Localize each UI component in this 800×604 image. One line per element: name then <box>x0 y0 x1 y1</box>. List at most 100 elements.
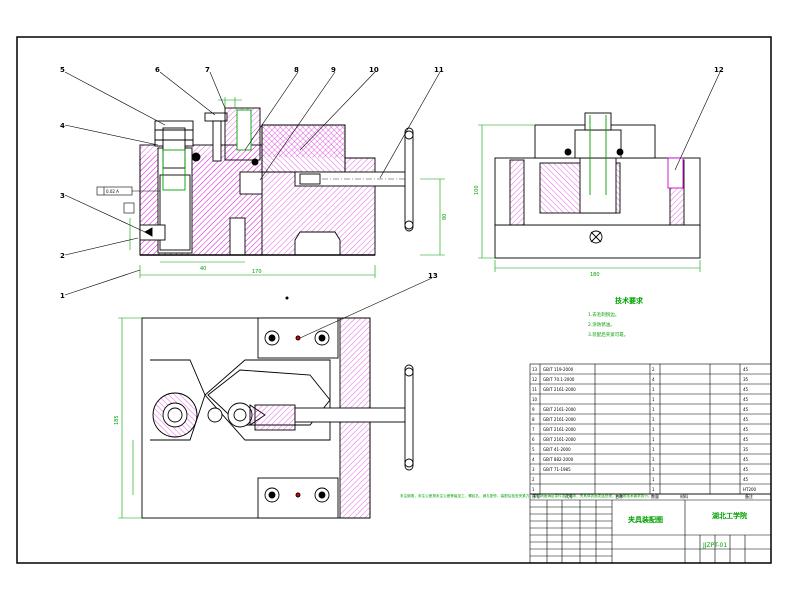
parts-cell-qty: 1 <box>652 467 655 472</box>
parts-cell-no: 5 <box>532 447 535 452</box>
parts-cell-qty: 1 <box>652 437 655 442</box>
side-view <box>494 112 701 259</box>
dim-front-height: 80 <box>442 214 448 220</box>
callout-7: 7 <box>205 66 210 74</box>
parts-cell-no: 7 <box>532 427 535 432</box>
tech-requirements: 技术要求 1.去毛刺锐边。 2.涂防锈油。 3.装配后夹紧可靠。 <box>588 296 644 338</box>
parts-cell-qty: 1 <box>652 397 655 402</box>
parts-cell-qty: 2 <box>652 367 655 372</box>
leader-lines <box>64 71 721 339</box>
front-dims <box>129 97 445 278</box>
dim-front-width: 170 <box>252 269 262 275</box>
parts-cell-mat: 45 <box>743 397 749 402</box>
parts-cell-mat: 35 <box>743 447 749 452</box>
parts-cell-mat: 45 <box>743 417 749 422</box>
tech-req-line-2: 2.涂防锈油。 <box>588 321 615 328</box>
parts-cell-code: GB/T 70.1-2000 <box>543 377 575 382</box>
callout-11: 11 <box>434 66 444 74</box>
parts-cell-qty: 4 <box>652 377 655 382</box>
parts-cell-mat: 45 <box>743 467 749 472</box>
callout-9: 9 <box>331 66 336 74</box>
dim-side-width: 180 <box>590 272 600 278</box>
drawing-name: 夹具装配图 <box>628 515 663 524</box>
top-view <box>141 317 414 519</box>
parts-cell-no: 4 <box>532 457 535 462</box>
title-block <box>529 493 772 564</box>
side-dims <box>478 124 701 272</box>
callout-12: 12 <box>714 66 724 74</box>
parts-cell-code: GB/T 2161-2000 <box>543 417 576 422</box>
header-col-no: 序号 <box>532 493 540 499</box>
dim-side-height: 100 <box>474 185 480 195</box>
parts-cell-qty: 1 <box>652 487 655 492</box>
dim-top-height: 185 <box>114 415 120 425</box>
title-block-header: 序号 代号 名称 数量 材料 备注 <box>532 493 753 499</box>
tolerance-frame: 0.02 A <box>96 186 160 196</box>
parts-cell-no: 2 <box>532 477 535 482</box>
parts-cell-no: 13 <box>532 367 538 372</box>
parts-cell-mat: 45 <box>743 437 749 442</box>
parts-cell-code: GB/T 2161-2000 <box>543 387 576 392</box>
parts-cell-code: GB/T 2161-2000 <box>543 427 576 432</box>
parts-cell-code: GB/T 41-2000 <box>543 447 571 452</box>
header-col-note: 备注 <box>745 493 753 499</box>
parts-cell-no: 10 <box>532 397 538 402</box>
callout-2: 2 <box>60 252 65 260</box>
top-dims <box>118 317 142 519</box>
parts-cell-code: GB/T 119-2000 <box>543 367 574 372</box>
header-col-name: 名称 <box>615 493 623 499</box>
callout-4: 4 <box>60 122 65 130</box>
parts-cell-mat: HT200 <box>743 487 757 492</box>
callout-1: 1 <box>60 292 65 300</box>
datum-marker <box>123 202 135 214</box>
center-mark <box>285 296 289 300</box>
header-col-qty: 数量 <box>651 493 659 499</box>
parts-cell-no: 8 <box>532 417 535 422</box>
header-col-mat: 材料 <box>680 493 688 499</box>
parts-cell-no: 9 <box>532 407 535 412</box>
parts-cell-code: GB/T 2161-2000 <box>543 407 576 412</box>
parts-cell-mat: 45 <box>743 477 749 482</box>
parts-cell-code: GB/T 2161-2000 <box>543 437 576 442</box>
parts-cell-no: 1 <box>532 487 535 492</box>
outer-border <box>16 36 772 564</box>
callout-3: 3 <box>60 192 65 200</box>
tech-req-title: 技术要求 <box>615 296 644 305</box>
callout-6: 6 <box>155 66 160 74</box>
callout-13: 13 <box>428 272 438 280</box>
parts-cell-mat: 45 <box>743 407 749 412</box>
tech-req-line-1: 1.去毛刺锐边。 <box>588 311 619 318</box>
parts-cell-qty: 1 <box>652 407 655 412</box>
parts-cell-qty: 1 <box>652 477 655 482</box>
callout-8: 8 <box>294 66 299 74</box>
parts-cell-qty: 1 <box>652 457 655 462</box>
header-col-code: 代号 <box>565 493 573 499</box>
parts-cell-no: 11 <box>532 387 538 392</box>
parts-cell-qty: 1 <box>652 427 655 432</box>
parts-cell-mat: 45 <box>743 367 749 372</box>
callout-10: 10 <box>369 66 379 74</box>
dim-front-small: 40 <box>200 266 206 272</box>
tolerance-text: 0.02 A <box>106 189 119 194</box>
parts-cell-qty: 1 <box>652 417 655 422</box>
bottom-note: 未注倒角，未注公差按未注公差等级加工，螺纹孔，销孔配作，装配后检查夹紧力，定位精… <box>400 493 652 498</box>
parts-cell-code: GB/T 71-1985 <box>543 467 571 472</box>
parts-cell-mat: 45 <box>743 387 749 392</box>
drawing-number: JJZPT-01 <box>702 542 727 549</box>
callout-5: 5 <box>60 66 65 74</box>
tech-req-line-3: 3.装配后夹紧可靠。 <box>588 331 628 338</box>
parts-cell-code: GB/T 882-2000 <box>543 457 574 462</box>
front-view <box>139 107 414 256</box>
parts-cell-no: 3 <box>532 467 535 472</box>
callout-labels: 1 2 3 4 5 6 7 8 9 10 11 12 13 <box>60 66 724 300</box>
school-name: 湖北工学院 <box>712 511 747 520</box>
parts-cell-mat: 45 <box>743 457 749 462</box>
parts-cell-qty: 1 <box>652 387 655 392</box>
parts-cell-mat: 35 <box>743 377 749 382</box>
parts-cell-qty: 1 <box>652 447 655 452</box>
parts-cell-mat: 45 <box>743 427 749 432</box>
parts-cell-no: 6 <box>532 437 535 442</box>
